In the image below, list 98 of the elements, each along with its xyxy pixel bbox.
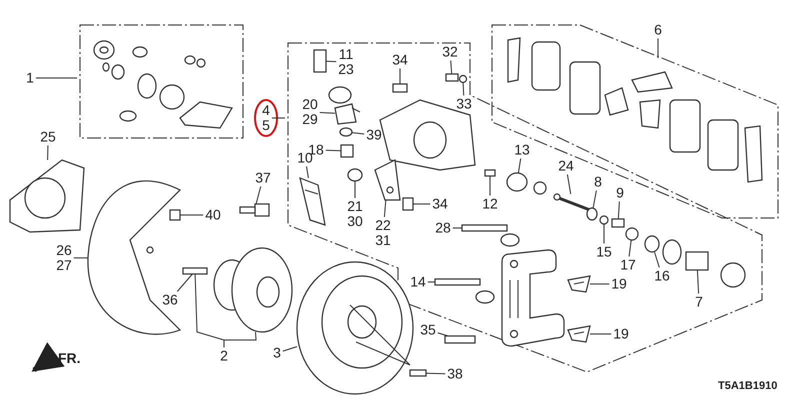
callout-number: 37 — [255, 170, 271, 186]
boot — [506, 172, 528, 192]
callout-number: 21 — [347, 199, 363, 214]
leader-line — [282, 346, 298, 352]
callout-number: 7 — [695, 294, 703, 310]
leader-line — [437, 332, 449, 336]
callout-number: 33 — [456, 96, 472, 112]
leader-line — [696, 270, 700, 294]
leader-line — [566, 174, 572, 194]
callout-number: 28 — [435, 220, 451, 236]
splash-shield-drawing — [87, 180, 181, 335]
leader-line — [384, 200, 386, 218]
bearing — [586, 207, 598, 221]
leader-line — [319, 112, 336, 114]
leader-line — [326, 60, 337, 62]
cap — [313, 49, 327, 73]
leader-line — [628, 240, 632, 257]
leader-line — [224, 332, 257, 348]
callout-number: 29 — [302, 112, 318, 127]
callout-number: 38 — [447, 366, 463, 382]
guide-pin — [434, 278, 481, 286]
callout-number: 25 — [40, 130, 56, 144]
callout-number: 20 — [302, 97, 318, 112]
spindle-drawing — [553, 193, 591, 212]
callout-number: 32 — [442, 44, 458, 60]
callout-number: 16 — [654, 268, 670, 284]
callout-number: 34 — [432, 196, 448, 212]
callout-number: 3 — [273, 346, 281, 360]
retainer-clip-drawing — [567, 275, 591, 293]
bolt — [169, 209, 181, 221]
pin — [484, 169, 496, 177]
callout-number: 35 — [420, 322, 436, 338]
leader-line — [618, 201, 620, 220]
callout-number: 2 — [220, 348, 228, 364]
leader-line — [306, 166, 309, 178]
bolt-drawing — [239, 203, 270, 217]
callout-number: 30 — [347, 214, 363, 229]
leader-line — [256, 186, 262, 204]
dust-cap — [458, 74, 468, 84]
callout-number: 17 — [620, 258, 636, 272]
snap-ring — [644, 235, 660, 253]
bleeder-screw — [445, 73, 459, 82]
callout-number: 8 — [594, 174, 602, 190]
callout-number: 36 — [162, 292, 178, 308]
callout-number: 4 — [262, 103, 270, 118]
bracket-drawing — [334, 103, 360, 125]
spring — [347, 168, 363, 182]
leader-line — [354, 180, 356, 198]
callout-number: 14 — [410, 274, 426, 290]
callout-number: 13 — [514, 142, 530, 158]
leader-line — [176, 274, 193, 292]
callout-number: 40 — [205, 208, 221, 222]
callout-number: 23 — [338, 62, 354, 77]
callout-number: 19 — [611, 276, 627, 292]
leader-line — [73, 257, 88, 258]
callout-number: 22 — [375, 218, 391, 233]
bolt — [402, 197, 414, 211]
callout-number: 31 — [375, 233, 391, 248]
spring — [611, 218, 625, 228]
callout-number: 39 — [366, 128, 382, 142]
leader-line — [450, 60, 452, 74]
drawing-number: T5A1B1910 — [718, 380, 778, 392]
guide-pin — [461, 224, 508, 232]
stud — [182, 267, 208, 275]
bushing — [340, 144, 354, 158]
callout-number: 6 — [654, 22, 662, 38]
leader-line — [592, 190, 597, 208]
gasket-plate-drawing — [9, 159, 85, 233]
bolt — [392, 83, 408, 93]
leader-line — [518, 158, 522, 174]
leader-line — [352, 132, 365, 134]
washer — [599, 215, 609, 225]
retainer-clip-drawing — [567, 325, 591, 343]
callout-number: 24 — [558, 158, 574, 174]
callout-number: 11 — [338, 47, 354, 62]
callout-number: 12 — [482, 196, 498, 212]
callout-number: 9 — [616, 186, 624, 200]
callout-number: 15 — [596, 244, 612, 260]
callout-number: 19 — [613, 326, 629, 342]
callout-number: 26 — [56, 243, 72, 258]
bolt — [444, 335, 476, 344]
leader-line — [180, 214, 204, 216]
spring-clip-drawing — [299, 177, 326, 226]
hub-drawing — [213, 247, 293, 333]
leader-line — [47, 145, 48, 160]
callout-number: 27 — [56, 258, 72, 273]
leader-line — [462, 82, 464, 96]
screw — [409, 369, 427, 377]
leader-line — [654, 252, 660, 268]
callout-number: 34 — [392, 52, 408, 68]
lever-drawing — [374, 159, 401, 201]
clip — [625, 227, 639, 241]
callout-number: 5 — [262, 118, 270, 133]
leader-line — [426, 372, 446, 374]
washer — [339, 127, 353, 137]
piston — [685, 251, 709, 271]
callout-number: 1 — [26, 70, 34, 86]
leader-line — [325, 150, 342, 152]
